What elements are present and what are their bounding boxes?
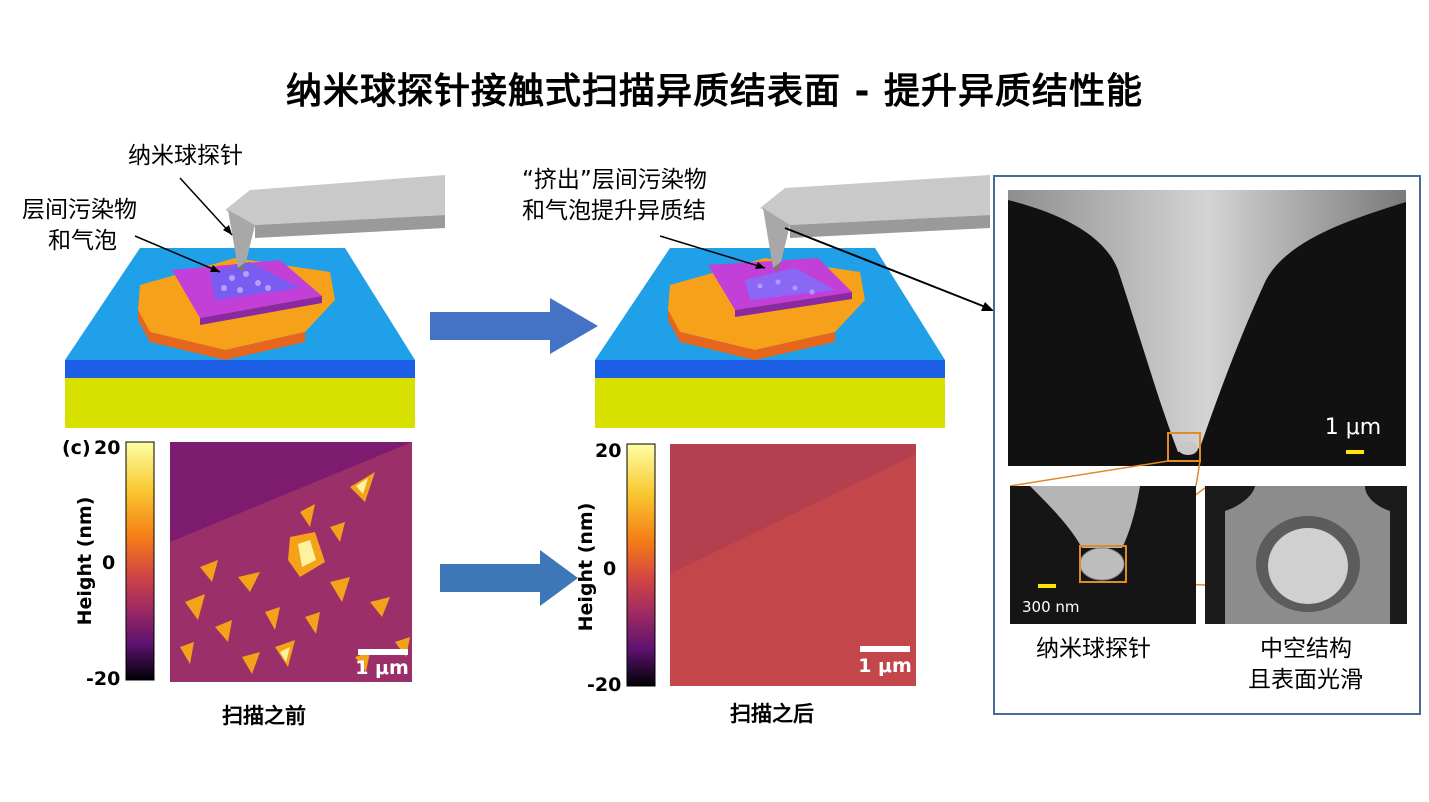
panel-tag: (c) xyxy=(62,437,91,459)
afm-before-image: 1 μm xyxy=(170,442,412,682)
colorbar-mid-label: 0 xyxy=(102,552,116,574)
sem-caption-right-line1: 中空结构 xyxy=(1260,636,1352,662)
colorbar-after xyxy=(626,443,656,687)
sem-caption-right-line2: 且表面光滑 xyxy=(1248,667,1363,693)
sem-main-scale-bar: 1 μm xyxy=(1325,415,1381,440)
sem-main-image: 1 μm xyxy=(1008,190,1406,466)
afm-before-caption: 扫描之前 xyxy=(222,704,306,728)
sem-inset-tip-image: 300 nm xyxy=(1010,486,1196,624)
sem-caption-left: 纳米球探针 xyxy=(1036,636,1151,662)
sem-inset-scale-bar: 300 nm xyxy=(1022,598,1080,616)
contaminant-label-line1: 层间污染物 xyxy=(22,197,137,223)
contaminant-label-line2: 和气泡 xyxy=(48,228,117,254)
arrow-right-icon-lower xyxy=(440,550,578,606)
colorbar xyxy=(125,441,155,681)
afm-after-caption: 扫描之后 xyxy=(730,702,814,726)
colorbar-max-label-after: 20 xyxy=(595,440,622,462)
colorbar-max-label: 20 xyxy=(94,437,121,459)
probe-label: 纳米球探针 xyxy=(128,143,243,169)
arrow-right-icon xyxy=(430,298,598,354)
squeeze-label-line1: “挤出”层间污染物 xyxy=(522,167,707,193)
colorbar-min-label-after: -20 xyxy=(587,674,622,696)
afm-after-image: 1 μm xyxy=(670,444,916,686)
colorbar-min-label: -20 xyxy=(86,668,121,690)
colorbar-mid-label-after: 0 xyxy=(603,558,617,580)
sem-panel-frame xyxy=(993,175,1421,715)
afm-after-scale-bar: 1 μm xyxy=(858,655,912,677)
page-title: 纳米球探针接触式扫描异质结表面 - 提升异质结性能 xyxy=(285,71,1143,112)
tem-hollow-sphere-image xyxy=(1205,486,1407,624)
afm-before-scale-bar: 1 μm xyxy=(355,657,409,679)
squeeze-label-line2: 和气泡提升异质结 xyxy=(522,198,706,224)
